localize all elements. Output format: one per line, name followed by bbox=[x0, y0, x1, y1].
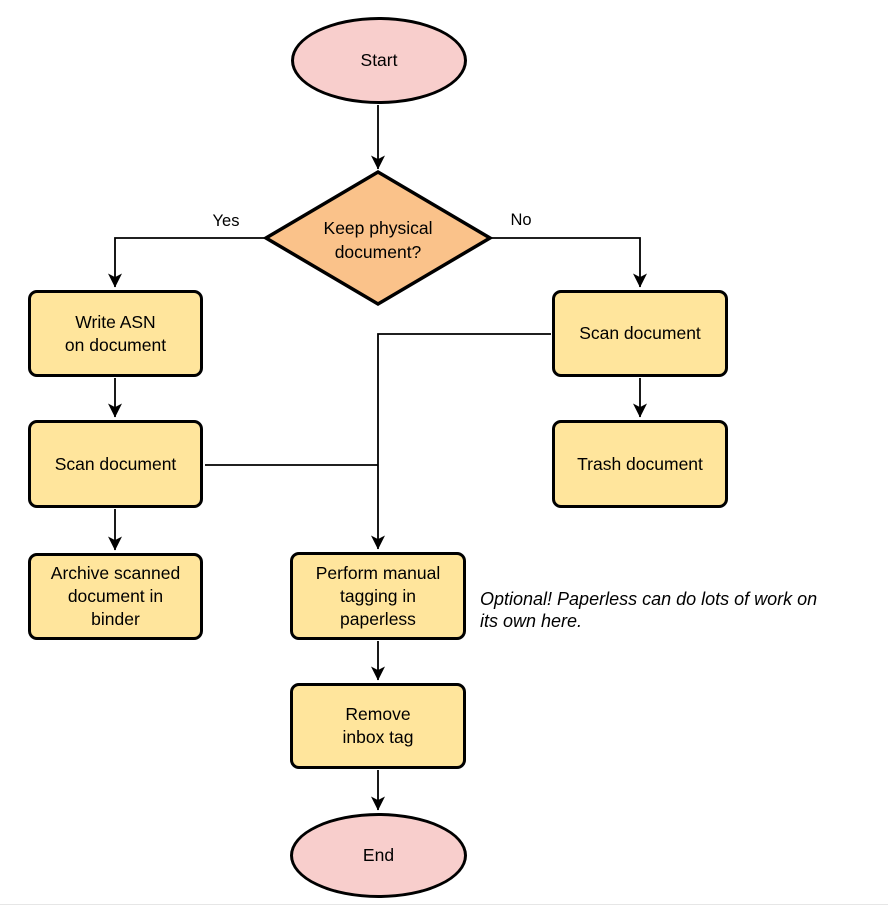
node-start: Start bbox=[291, 17, 467, 104]
node-start-label: Start bbox=[360, 50, 398, 70]
edge-decision-write-asn bbox=[108, 237, 266, 288]
edge-label-yes: Yes bbox=[212, 212, 240, 230]
node-end-label: End bbox=[362, 845, 395, 865]
edge-label-no: No bbox=[510, 211, 532, 229]
edge-scan-right-tagging bbox=[371, 333, 551, 550]
node-trash-document-label: Trash document bbox=[577, 453, 703, 474]
edge-decision-scan-right bbox=[490, 237, 647, 288]
node-trash-document: Trash document bbox=[552, 420, 728, 508]
page-bottom-divider bbox=[0, 904, 888, 905]
node-end: End bbox=[290, 813, 467, 898]
decision-diamond-shape bbox=[262, 169, 494, 307]
node-scan-document-left: Scan document bbox=[28, 420, 203, 508]
annotation-optional-note: Optional! Paperless can do lots of work … bbox=[480, 589, 818, 631]
node-scan-document-left-label: Scan document bbox=[54, 453, 177, 474]
node-scan-document-right-label: Scan document bbox=[579, 323, 701, 343]
node-scan-document-right: Scan document bbox=[552, 290, 728, 377]
